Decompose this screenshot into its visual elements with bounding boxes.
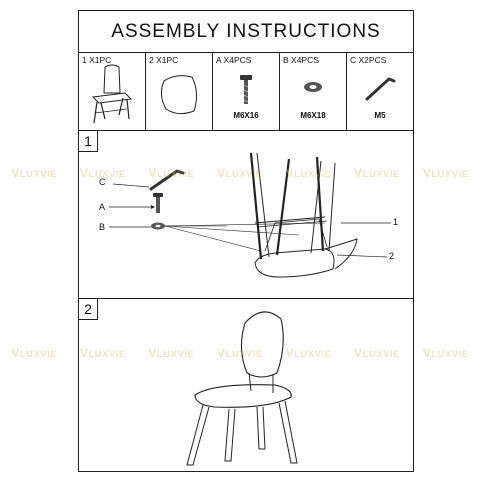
- part-washer: B X4PCS M6X18: [280, 53, 347, 130]
- washer-icon: [304, 82, 322, 92]
- watermark: VLUXVIE: [422, 346, 469, 360]
- part-size: M6X18: [300, 111, 326, 120]
- instruction-sheet: ASSEMBLY INSTRUCTIONS 1 X1PC 2 X1PC A X4…: [78, 10, 414, 472]
- part-label: C X2PCS: [350, 55, 387, 65]
- step-number: 1: [79, 131, 98, 152]
- part-seat: 2 X1PC: [146, 53, 213, 130]
- callout-b: B: [99, 222, 106, 232]
- step-2-diagram: [186, 311, 298, 466]
- part-label: 1 X1PC: [82, 55, 112, 65]
- page-title: ASSEMBLY INSTRUCTIONS: [79, 11, 413, 53]
- part-size: M5: [374, 111, 386, 120]
- part-chair: 1 X1PC: [79, 53, 146, 130]
- watermark: VLUXVIE: [11, 166, 58, 180]
- chair-icon: [91, 64, 133, 124]
- callout-2: 2: [389, 251, 395, 261]
- watermark: VLUXVIE: [11, 346, 58, 360]
- part-label: 2 X1PC: [149, 55, 179, 65]
- part-allen-key: C X2PCS M5: [347, 53, 413, 130]
- part-label: A X4PCS: [216, 55, 252, 65]
- callout-1: 1: [393, 217, 399, 227]
- part-bolt: A X4PCS M6X16: [213, 53, 280, 130]
- allen-key-icon: [365, 77, 396, 101]
- step-number: 2: [79, 299, 98, 320]
- step-1-diagram: [109, 152, 391, 278]
- parts-list: 1 X1PC 2 X1PC A X4PCS: [79, 53, 413, 131]
- watermark: VLUXVIE: [422, 166, 469, 180]
- part-label: B X4PCS: [283, 55, 319, 65]
- callout-a: A: [99, 202, 106, 212]
- bolt-icon: [240, 75, 252, 104]
- part-size: M6X16: [233, 111, 259, 120]
- step-1: 1: [79, 131, 413, 299]
- seat-panel-icon: [160, 75, 198, 115]
- callout-c: C: [99, 177, 106, 187]
- step-2: 2: [79, 299, 413, 473]
